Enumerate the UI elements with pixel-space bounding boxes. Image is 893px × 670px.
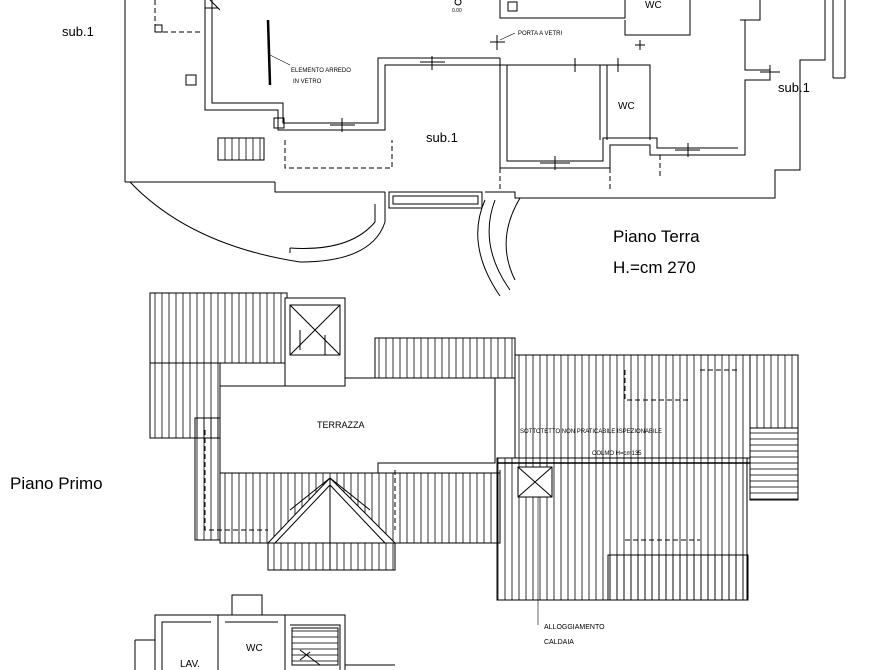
ground-wall-right [499,20,771,169]
ground-ramp-arc-2 [488,199,511,291]
lower-floor-plan [134,594,395,670]
roof-left-upper [149,292,288,364]
ground-bench-inner [392,195,479,205]
label-sottotetto: SOTTOTETTO NON PRATICABILE ISPEZIONABILE [520,429,662,435]
roof-right-wing-2 [749,427,799,501]
ground-wall-top [204,0,761,36]
ground-terrace-arc-inner [289,204,376,249]
ground-ramp-arc [477,199,501,297]
ground-ramp-arc-3 [505,197,521,281]
label-porta-vetri: PORTA A VETRI [518,31,562,37]
ground-stairs [217,137,265,161]
floor-title-ground: Piano Terra [613,227,700,246]
ground-column-2 [273,117,285,129]
ground-glass-element [266,19,272,86]
ground-bench [388,191,483,209]
label-sub1-left: sub.1 [62,24,94,39]
label-wc-mid: WC [618,101,635,112]
ground-dashed-lines [154,0,746,255]
terrazza-outline [219,377,496,474]
floor-height-note: H.=cm 270 [613,258,696,277]
label-caldaia: CALDAIA [544,639,574,646]
first-dashed-lines [204,369,740,541]
ground-column-3 [507,1,518,12]
roof-right-strip [607,554,749,601]
label-wc-top: WC [645,0,662,11]
floor-title-first: Piano Primo [10,474,103,493]
ground-floor-plan [124,0,846,297]
ground-column-1 [185,74,197,86]
first-floor-plan [149,292,799,625]
ground-wall-mid [325,57,500,131]
roof-center-top [374,337,516,379]
ground-outer-boundary [124,0,826,199]
label-colmo: COLMO H=cm135 [592,451,642,457]
gable-base [267,542,396,571]
label-sub1-right: sub.1 [778,80,810,95]
label-terrazza: TERRAZZA [317,420,365,430]
label-sub1-mid: sub.1 [426,130,458,145]
roof-right-main [514,354,751,459]
label-lav: LAV. [180,659,200,670]
ground-column-4 [154,24,163,33]
roof-right-wing [749,354,799,429]
ground-elevation-mark [454,0,462,6]
label-arredo-1: ELEMENTO ARREDO [291,68,351,74]
label-arredo-2: IN VETRO [293,79,322,85]
first-stair-core [284,297,346,387]
ground-wall-left [204,25,325,131]
roof-left-bottom [194,417,221,541]
label-wc-bottom: WC [246,643,263,654]
label-alloggiamento: ALLOGGIAMENTO [544,624,605,631]
first-stair-inner [289,304,341,356]
label-elevation: 0.00 [452,8,462,14]
ground-terrace-arc [129,181,386,263]
